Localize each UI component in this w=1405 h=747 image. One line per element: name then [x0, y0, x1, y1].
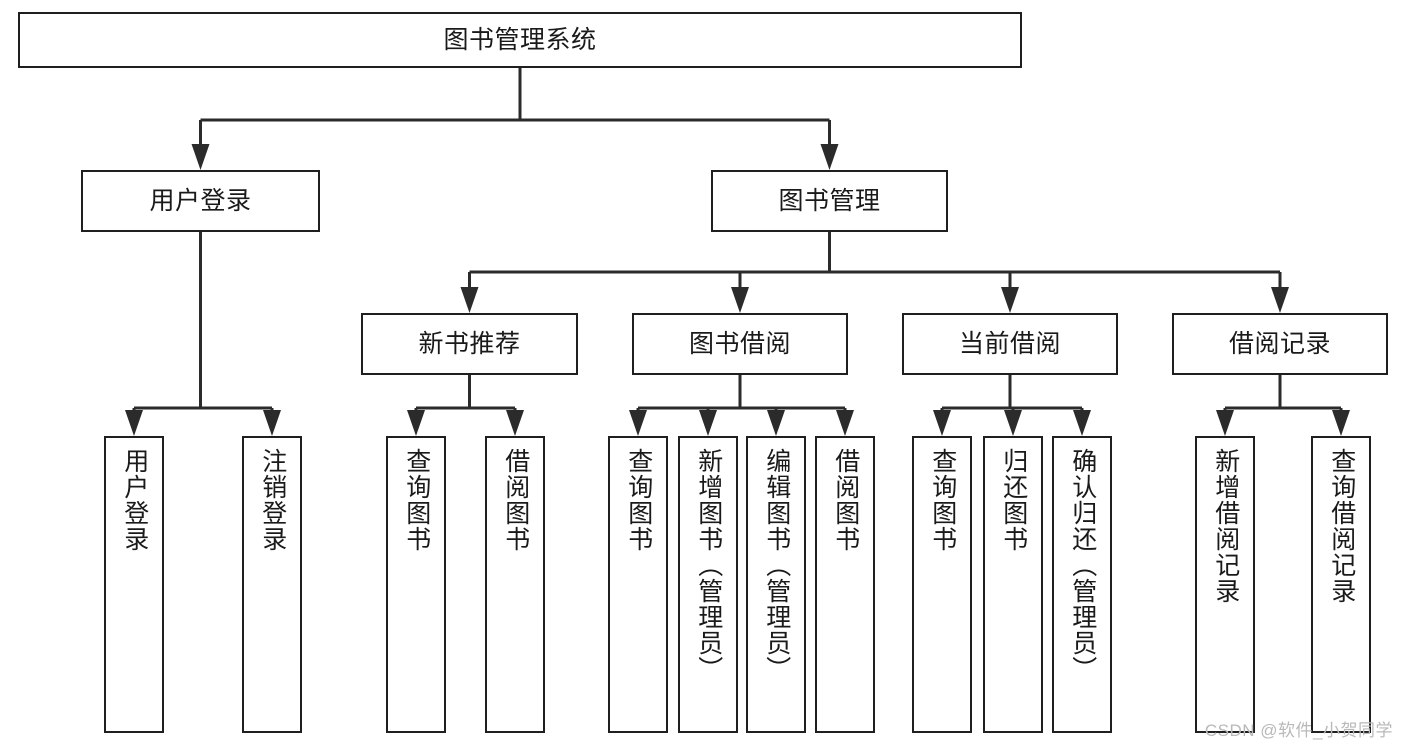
node-leaf13[interactable]: 查询借阅记录 [1311, 436, 1371, 733]
node-leaf10[interactable]: 归还图书 [983, 436, 1043, 733]
node-label: 编辑图书（管理员） [762, 448, 791, 682]
node-leaf8[interactable]: 借阅图书 [815, 436, 875, 733]
node-label: 新增借阅记录 [1211, 448, 1240, 604]
node-leaf4[interactable]: 借阅图书 [485, 436, 545, 733]
node-label: 借阅图书 [501, 448, 530, 552]
node-label: 用户登录 [120, 448, 149, 552]
node-current[interactable]: 当前借阅 [902, 313, 1118, 375]
node-label: 查询借阅记录 [1327, 448, 1356, 604]
node-root[interactable]: 图书管理系统 [18, 12, 1022, 68]
node-label: 图书管理系统 [443, 26, 597, 54]
node-records[interactable]: 借阅记录 [1172, 313, 1388, 375]
node-leaf6[interactable]: 新增图书（管理员） [678, 436, 738, 733]
node-label: 归还图书 [999, 448, 1028, 552]
node-label: 确认归还（管理员） [1068, 448, 1097, 682]
node-label: 查询图书 [928, 448, 957, 552]
node-leaf12[interactable]: 新增借阅记录 [1195, 436, 1255, 733]
csdn-watermark: CSDN @软件_小贺同学 [1204, 721, 1393, 740]
node-leaf2[interactable]: 注销登录 [242, 436, 302, 733]
node-label: 注销登录 [258, 448, 287, 552]
node-newbook[interactable]: 新书推荐 [361, 313, 578, 375]
node-label: 查询图书 [624, 448, 653, 552]
node-label: 当前借阅 [958, 330, 1061, 358]
node-leaf3[interactable]: 查询图书 [386, 436, 446, 733]
node-label: 图书管理 [778, 187, 881, 215]
node-login[interactable]: 用户登录 [81, 170, 320, 232]
node-leaf7[interactable]: 编辑图书（管理员） [746, 436, 806, 733]
node-label: 用户登录 [149, 187, 252, 215]
node-label: 借阅图书 [831, 448, 860, 552]
node-label: 图书借阅 [688, 330, 791, 358]
node-label: 新书推荐 [418, 330, 521, 358]
node-leaf5[interactable]: 查询图书 [608, 436, 668, 733]
node-leaf11[interactable]: 确认归还（管理员） [1052, 436, 1112, 733]
node-borrow[interactable]: 图书借阅 [632, 313, 848, 375]
node-label: 查询图书 [402, 448, 431, 552]
node-label: 新增图书（管理员） [694, 448, 723, 682]
node-leaf1[interactable]: 用户登录 [104, 436, 164, 733]
node-label: 借阅记录 [1228, 330, 1331, 358]
node-bookmgmt[interactable]: 图书管理 [711, 170, 948, 232]
node-leaf9[interactable]: 查询图书 [912, 436, 972, 733]
